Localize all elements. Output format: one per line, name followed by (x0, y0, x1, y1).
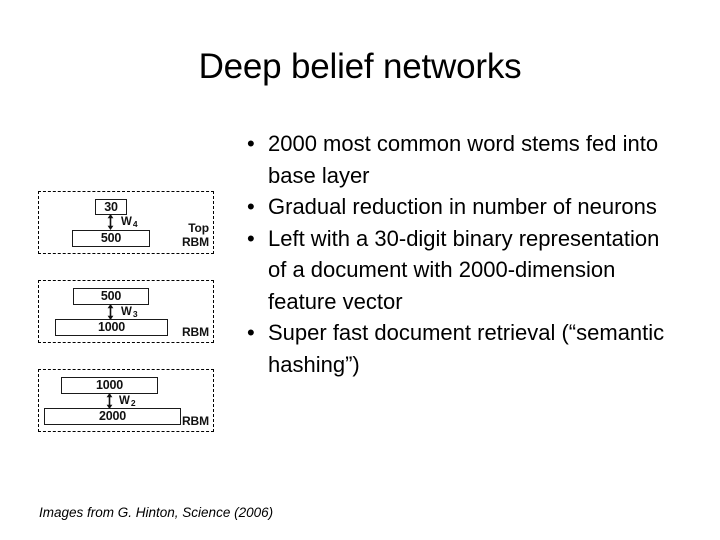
rbm-tag-line2: RBM (181, 324, 209, 339)
rbm-block-top: 30 W4 500 Top RBM (38, 191, 214, 254)
list-item: • Gradual reduction in number of neurons (243, 191, 675, 223)
list-item: • Super fast document retrieval (“semant… (243, 317, 675, 380)
rbm-tag-line1: Top (188, 221, 209, 235)
rbm-tag-middle: RBM (181, 324, 209, 340)
bullet-list: • 2000 most common word stems fed into b… (243, 128, 675, 380)
list-item-text: Gradual reduction in number of neurons (268, 194, 657, 219)
layer-box-1000-bottom: 1000 (61, 377, 158, 394)
list-item-text: Super fast document retrieval (“semantic… (268, 320, 665, 377)
rbm-tag-line2: RBM (181, 234, 209, 249)
weight-arrow-w3 (107, 304, 114, 320)
rbm-block-middle: 500 W3 1000 RBM (38, 280, 214, 343)
list-item: • Left with a 30-digit binary representa… (243, 223, 675, 318)
rbm-tag-line2: RBM (181, 413, 209, 428)
weight-index: 2 (130, 398, 136, 408)
rbm-tag-bottom: RBM (181, 413, 209, 429)
weight-label-w2: W2 (119, 395, 136, 408)
rbm-block-bottom: 1000 W2 2000 RBM (38, 369, 214, 432)
layer-box-2000-bottom: 2000 (44, 408, 181, 425)
rbm-tag-top: Top RBM (181, 221, 209, 249)
bullet-marker-icon: • (247, 131, 255, 156)
bullet-marker-icon: • (247, 194, 255, 219)
bullet-marker-icon: • (247, 320, 255, 345)
list-item-text: Left with a 30-digit binary representati… (268, 225, 660, 314)
weight-index: 3 (132, 309, 138, 319)
weight-arrow-w2 (106, 393, 113, 409)
list-item-text: 2000 most common word stems fed into bas… (268, 131, 659, 188)
bullet-marker-icon: • (247, 225, 255, 251)
list-item: • 2000 most common word stems fed into b… (243, 128, 675, 191)
weight-symbol: W (121, 216, 132, 228)
page-title: Deep belief networks (198, 47, 522, 86)
layer-box-30: 30 (95, 199, 127, 215)
weight-symbol: W (119, 395, 130, 407)
image-credit: Images from G. Hinton, Science (2006) (39, 505, 274, 520)
weight-label-w4: W4 (121, 216, 138, 229)
weight-symbol: W (121, 306, 132, 318)
weight-label-w3: W3 (121, 306, 138, 319)
weight-arrow-w4 (107, 214, 114, 230)
layer-box-500-top: 500 (72, 230, 150, 247)
weight-index: 4 (132, 219, 138, 229)
dbn-diagram: 30 W4 500 Top RBM 500 W3 1000 RBM (38, 191, 214, 432)
layer-box-500-middle: 500 (73, 288, 149, 305)
layer-box-1000-middle: 1000 (55, 319, 168, 336)
